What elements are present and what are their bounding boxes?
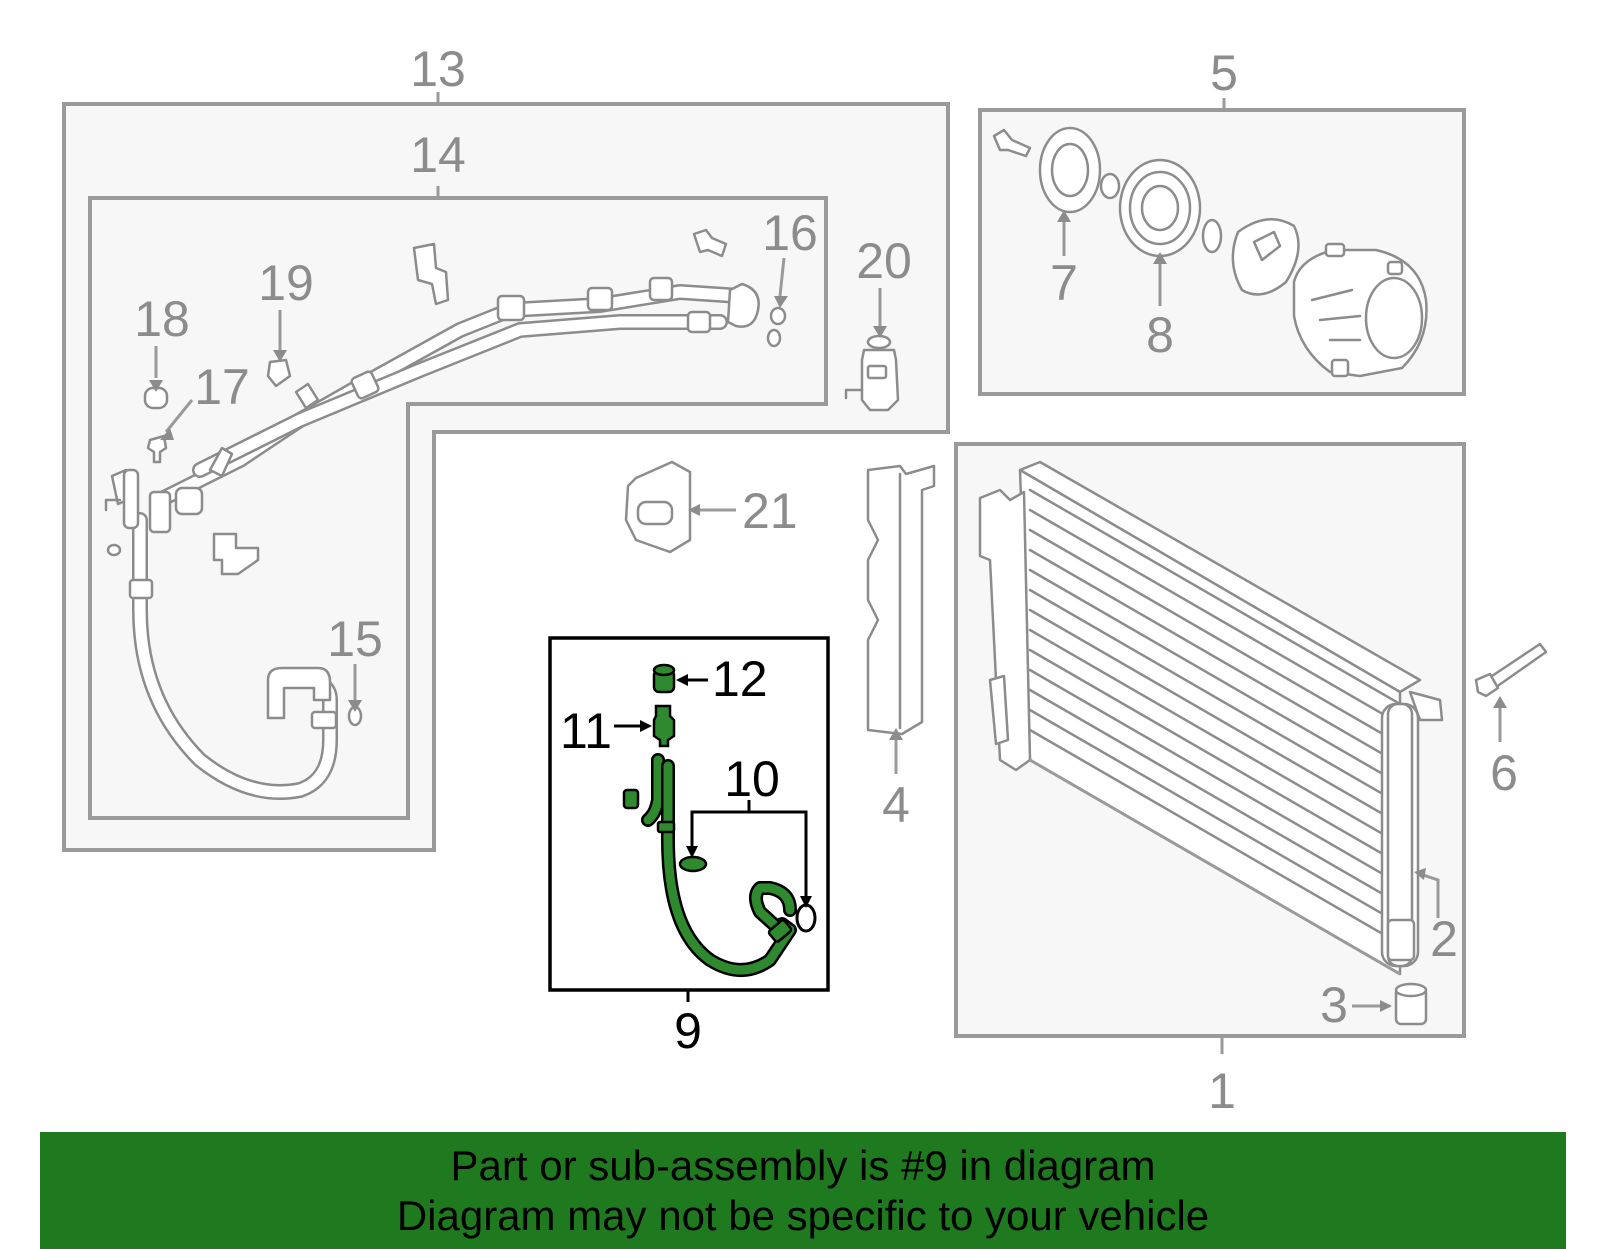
banner-line-1: Part or sub-assembly is #9 in diagram [450, 1141, 1156, 1189]
callout-8: 8 [1146, 307, 1174, 363]
suction-hose-assembly [104, 228, 787, 800]
banner-line-2: Diagram may not be specific to your vehi… [396, 1191, 1210, 1239]
group-14-box [88, 186, 828, 820]
info-banner: Part or sub-assembly is #9 in diagram Di… [40, 1132, 1566, 1249]
callout-14: 14 [410, 127, 466, 183]
callout-12: 12 [712, 651, 768, 707]
callout-20: 20 [856, 233, 912, 289]
callout-5: 5 [1210, 45, 1238, 101]
mounting-bolt [1474, 642, 1548, 698]
callout-13: 13 [410, 41, 466, 97]
callout-10: 10 [724, 751, 780, 807]
callout-3: 3 [1320, 977, 1348, 1033]
drier-plug [1394, 982, 1428, 1026]
callout-4: 4 [882, 777, 910, 833]
compressor-assembly [992, 126, 1428, 378]
mount-block [624, 460, 692, 554]
expansion-valve [844, 334, 900, 412]
callout-15: 15 [327, 611, 383, 667]
callout-9: 9 [674, 1003, 702, 1059]
callout-17: 17 [194, 359, 250, 415]
callout-18: 18 [134, 291, 190, 347]
callout-2: 2 [1430, 911, 1458, 967]
callout-21: 21 [742, 483, 798, 539]
o-rings-part-10 [678, 855, 817, 933]
callout-19: 19 [258, 255, 314, 311]
condenser [978, 460, 1444, 976]
cap-part-12 [652, 663, 676, 694]
callout-7: 7 [1050, 255, 1078, 311]
callout-16: 16 [762, 205, 818, 261]
callout-6: 6 [1490, 745, 1518, 801]
service-valve-part-11 [652, 704, 676, 748]
callout-1: 1 [1208, 1063, 1236, 1119]
discharge-hose-part-9 [622, 753, 797, 977]
callout-11: 11 [560, 703, 612, 759]
condenser-side-bracket [866, 464, 936, 736]
